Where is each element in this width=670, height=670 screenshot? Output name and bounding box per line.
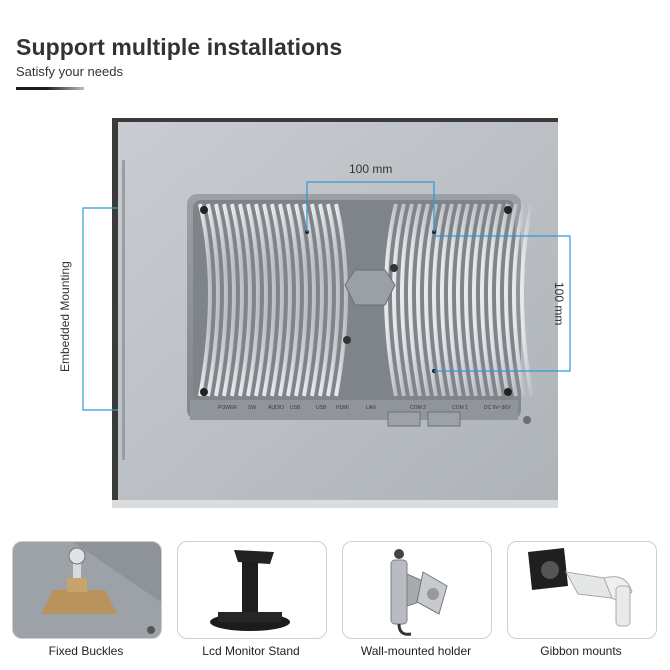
heatsink-box: POWER SW AUDIO USB USB HDMI LAN COM 2 COM 1 DC 9V… — [187, 194, 534, 427]
fixed-buckle-icon — [13, 542, 161, 638]
port-labels: POWER SW AUDIO USB USB HDMI LAN COM 2 COM 1 DC 9V… — [218, 405, 511, 411]
dimension-lines — [82, 181, 571, 411]
mount-caption-fixed-buckles: Fixed Buckles — [48, 644, 124, 658]
monitor-stand-icon — [210, 550, 290, 631]
page-title: Support multiple installations — [16, 34, 343, 60]
mount-caption-wall-mounted-holder: Wall-mounted holder — [360, 644, 472, 658]
port-label: POWER — [218, 405, 237, 411]
vertical-dimension-label: 100 mm — [552, 282, 566, 326]
gibbon-mount-icon — [528, 548, 633, 627]
wall-mount-icon — [390, 549, 448, 636]
port-label: USB — [316, 405, 327, 411]
port-label: HDMI — [336, 405, 349, 411]
embedded-mounting-label: Embedded Mounting — [58, 261, 72, 372]
fixed-buckle-thumbnail — [12, 541, 162, 639]
page-subtitle: Satisfy your needs — [16, 64, 123, 79]
port-label: AUDIO — [268, 405, 284, 411]
mount-caption-gibbon-mounts: Gibbon mounts — [540, 644, 622, 658]
port-label: USB — [290, 405, 301, 411]
port-label: LAN — [366, 405, 376, 411]
gibbon-mount-thumbnail — [507, 541, 657, 639]
port-label: COM 1 — [452, 405, 468, 411]
mount-caption-monitor-stand: Lcd Monitor Stand — [202, 644, 300, 658]
port-label: COM 2 — [410, 405, 426, 411]
port-label: SW — [248, 405, 256, 411]
horizontal-dimension-label: 100 mm — [349, 162, 393, 176]
title-underline — [16, 87, 84, 90]
port-label: DC 9V~36V — [484, 405, 511, 411]
monitor-stand-thumbnail — [177, 541, 327, 639]
panel-pc-back-view: POWER SW AUDIO USB USB HDMI LAN COM 2 COM 1 DC 9V… — [82, 118, 571, 508]
wall-mount-thumbnail — [342, 541, 492, 639]
